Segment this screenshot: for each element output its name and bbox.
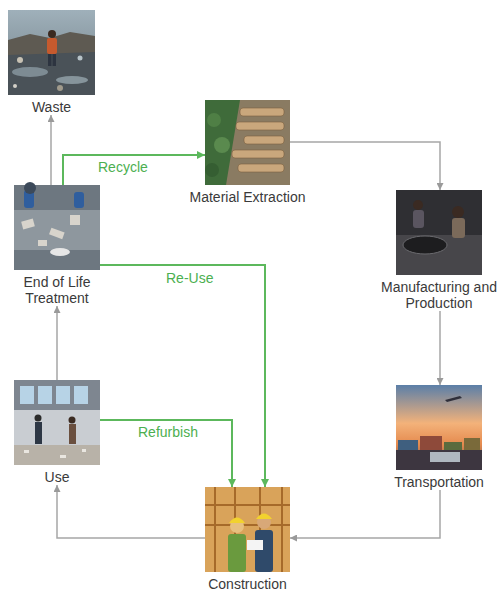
- stage-label: Transportation: [378, 474, 500, 490]
- loop-arrow: [63, 155, 205, 185]
- loop-arrow: [100, 265, 265, 487]
- stage-label: Waste: [0, 99, 113, 115]
- stage-node: End of Life Treatment: [14, 185, 100, 306]
- waste-photo: [8, 10, 95, 95]
- stage-label: Use: [0, 469, 118, 485]
- flow-arrow: [290, 142, 440, 190]
- flow-arrow: [56, 306, 58, 380]
- stage-node: Use: [14, 380, 100, 485]
- stage-node: Construction: [205, 487, 290, 592]
- end-of-life-photo: [14, 182, 100, 270]
- manufacturing-photo: [396, 190, 482, 275]
- stage-label: Construction: [187, 576, 308, 592]
- flow-label: Re-Use: [166, 270, 213, 286]
- transportation-photo: [396, 385, 482, 470]
- stage-label: Material Extraction: [187, 189, 308, 205]
- flow-arrow: [439, 311, 441, 385]
- loop-arrow: [100, 420, 232, 487]
- material-extraction-photo: [205, 100, 290, 185]
- flow-arrow: [50, 115, 52, 185]
- flow-label: Refurbish: [138, 424, 198, 440]
- flow-label: Recycle: [98, 159, 148, 175]
- stage-label: End of Life Treatment: [0, 274, 118, 306]
- stage-node: Manufacturing and Production: [396, 190, 482, 311]
- stage-label: Manufacturing and Production: [378, 279, 500, 311]
- stage-node: Waste: [8, 10, 95, 115]
- flow-arrow: [57, 485, 205, 538]
- flow-arrow: [290, 490, 440, 538]
- stage-node: Transportation: [396, 385, 482, 490]
- use-photo: [14, 380, 100, 465]
- stage-node: Material Extraction: [205, 100, 290, 205]
- construction-photo: [205, 487, 290, 572]
